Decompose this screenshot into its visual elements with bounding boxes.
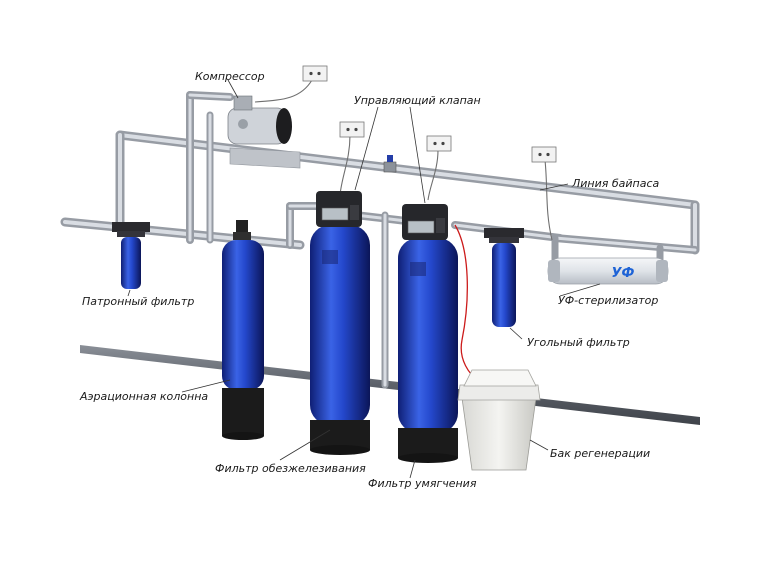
uv-lamp-icon: УФ: [547, 257, 669, 285]
label-regeneration-tank: Бак регенерации: [550, 447, 650, 460]
brine-tank-icon: [457, 369, 541, 471]
iron-removal-filter-icon: [310, 225, 370, 455]
label-aeration-column: Аэрационная колонна: [79, 390, 208, 403]
label-control-valve: Управляющий клапан: [354, 94, 481, 107]
compressor-icon: [227, 95, 301, 169]
softening-filter-icon: [398, 238, 458, 463]
control-head-icon: [316, 191, 362, 227]
valve-icon: [383, 155, 397, 173]
power-outlet-icon: [302, 65, 328, 82]
aeration-column-icon: [222, 220, 264, 440]
control-head-icon: [402, 204, 448, 240]
uv-unit-text: УФ: [612, 266, 635, 281]
label-iron-removal-filter: Фильтр обезжелезивания: [215, 462, 366, 475]
label-softening-filter: Фильтр умягчения: [368, 477, 477, 490]
power-outlet-icon: [426, 135, 452, 152]
label-bypass-line: Линия байпаса: [571, 177, 660, 190]
power-cables: [254, 79, 553, 381]
drain-pipe: [80, 345, 700, 425]
label-cartridge-filter: Патронный фильтр: [82, 295, 194, 308]
carbon-filter-icon: [484, 228, 524, 327]
power-outlet-icon: [339, 121, 365, 138]
label-compressor: Компрессор: [195, 70, 265, 83]
cartridge-filter-icon: [112, 222, 150, 289]
power-outlet-icon: [531, 146, 557, 163]
leader-lines: [127, 79, 601, 479]
pipe-network: [60, 91, 700, 389]
label-uv-sterilizer: УФ-стерилизатор: [558, 294, 658, 307]
label-carbon-filter: Угольный фильтр: [527, 336, 630, 349]
